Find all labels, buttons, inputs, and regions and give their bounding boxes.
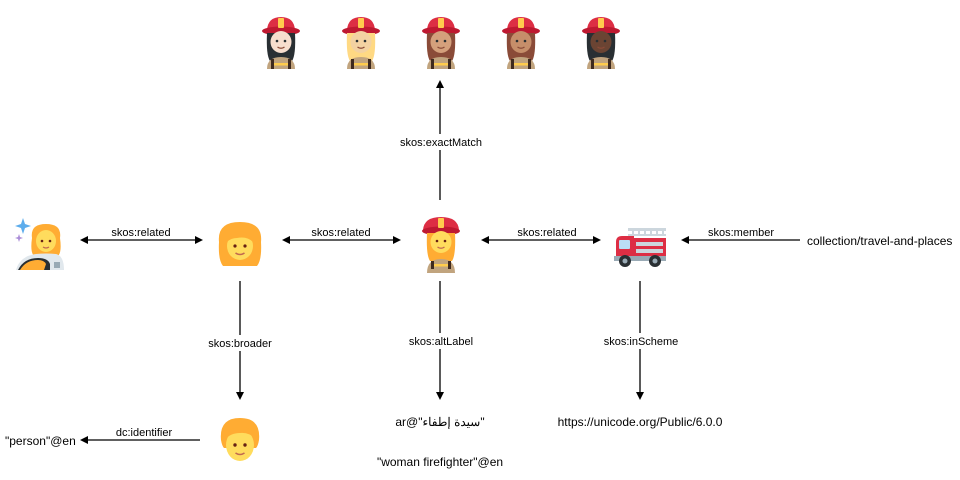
- edge-broader: skos:broader: [205, 281, 275, 400]
- person-icon: [220, 418, 260, 461]
- edge-label-related-left: skos:related: [111, 227, 170, 239]
- literal-collection: collection/travel-and-places: [807, 234, 952, 248]
- firefighter-medium-light-skin-icon: [342, 17, 380, 69]
- literal-arabic-label: "سيدة إطفاء"@ar: [395, 415, 484, 430]
- firefighter-dark-skin-icon: [582, 17, 620, 69]
- edge-label-related-right: skos:related: [517, 227, 576, 239]
- edge-label-alt-label: skos:altLabel: [409, 336, 473, 348]
- edge-member: skos:member: [681, 227, 800, 244]
- edge-label-member: skos:member: [708, 227, 774, 239]
- firefighter-light-skin-icon: [262, 17, 300, 69]
- edge-in-scheme: skos:inScheme: [600, 281, 682, 400]
- firefighter-medium-skin-icon: [422, 17, 460, 69]
- fire-engine-icon: [614, 228, 666, 267]
- edge-label-in-scheme: skos:inScheme: [604, 336, 679, 348]
- woman-astronaut-icon: [15, 218, 64, 270]
- edge-label-identifier: dc:identifier: [116, 427, 173, 439]
- edge-label-related-mid: skos:related: [311, 227, 370, 239]
- woman-firefighter-icon: [422, 217, 460, 273]
- woman-icon: [218, 222, 262, 266]
- literal-unicode-url: https://unicode.org/Public/6.0.0: [558, 415, 723, 429]
- edge-alt-label: skos:altLabel: [405, 281, 477, 400]
- firefighter-medium-skin-2-icon: [502, 17, 540, 69]
- edge-exact-match: skos:exactMatch: [398, 80, 484, 200]
- edge-label-broader: skos:broader: [208, 338, 272, 350]
- edge-label-exact-match: skos:exactMatch: [400, 137, 482, 149]
- literal-person-en: "person"@en: [5, 434, 76, 448]
- edge-related-mid: skos:related: [282, 227, 401, 244]
- edge-identifier: dc:identifier: [80, 427, 200, 444]
- edge-related-right: skos:related: [481, 227, 601, 244]
- edge-related-left: skos:related: [80, 227, 203, 244]
- literal-woman-firefighter-en: "woman firefighter"@en: [377, 455, 503, 469]
- skin-tone-variants: [262, 17, 620, 69]
